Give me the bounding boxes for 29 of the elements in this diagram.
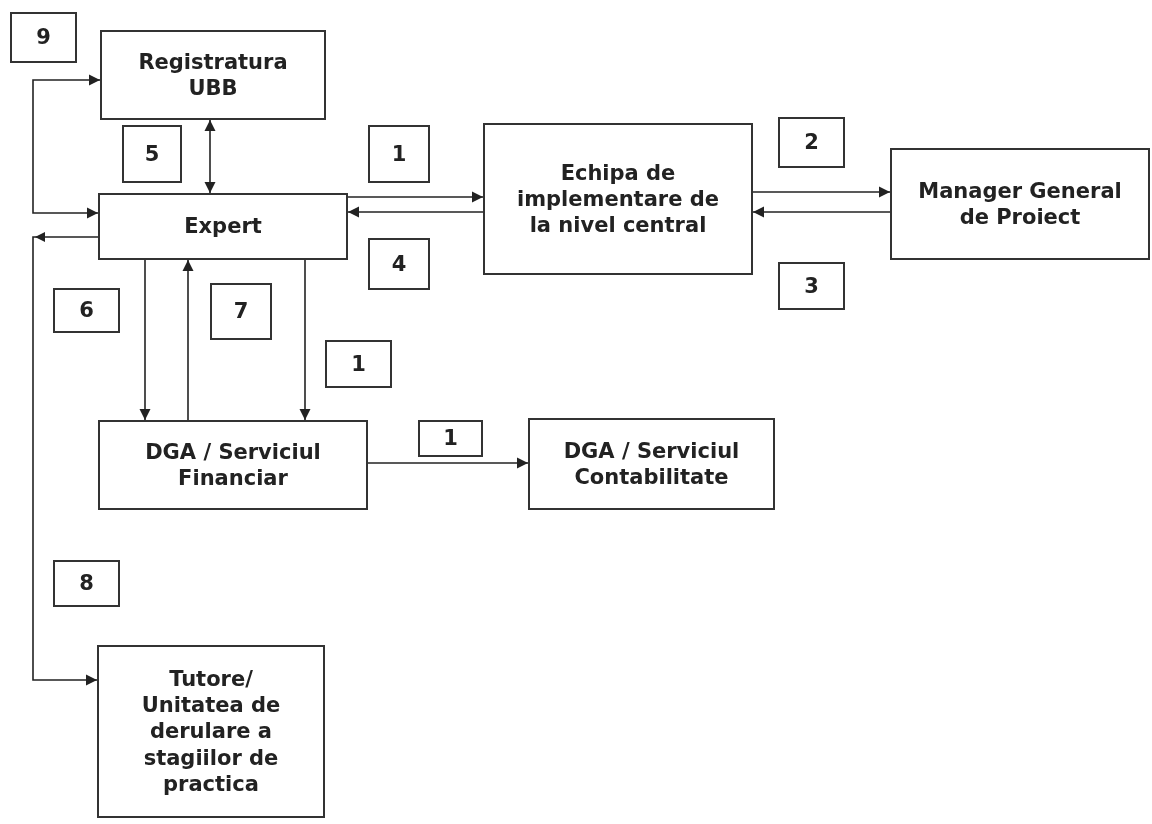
arrow <box>347 206 484 218</box>
arrow <box>204 119 216 194</box>
step-number-box: 1 <box>368 125 430 183</box>
step-number-box: 8 <box>53 560 120 607</box>
arrow <box>752 206 891 218</box>
step-number-box: 1 <box>325 340 392 388</box>
step-number-box: 4 <box>368 238 430 290</box>
arrow <box>32 74 101 219</box>
step-number-box: 5 <box>122 125 182 183</box>
arrow <box>347 191 484 203</box>
arrow <box>182 259 194 421</box>
process-box: Manager General de Proiect <box>890 148 1150 260</box>
arrow <box>139 259 151 421</box>
step-number-box: 9 <box>10 12 77 63</box>
step-number-box: 1 <box>418 420 483 457</box>
process-box: Registratura UBB <box>100 30 326 120</box>
process-box: Expert <box>98 193 348 260</box>
process-box: Echipa de implementare de la nivel central <box>483 123 753 275</box>
step-number-box: 7 <box>210 283 272 340</box>
step-number-box: 6 <box>53 288 120 333</box>
process-box: DGA / Serviciul Contabilitate <box>528 418 775 510</box>
process-box: DGA / Serviciul Financiar <box>98 420 368 510</box>
arrow <box>367 457 529 469</box>
arrow <box>32 232 99 686</box>
step-number-box: 3 <box>778 262 845 310</box>
process-box: Tutore/ Unitatea de derulare a stagiilor de practica <box>97 645 325 818</box>
step-number-box: 2 <box>778 117 845 168</box>
arrow <box>299 259 311 421</box>
arrow <box>752 186 891 198</box>
